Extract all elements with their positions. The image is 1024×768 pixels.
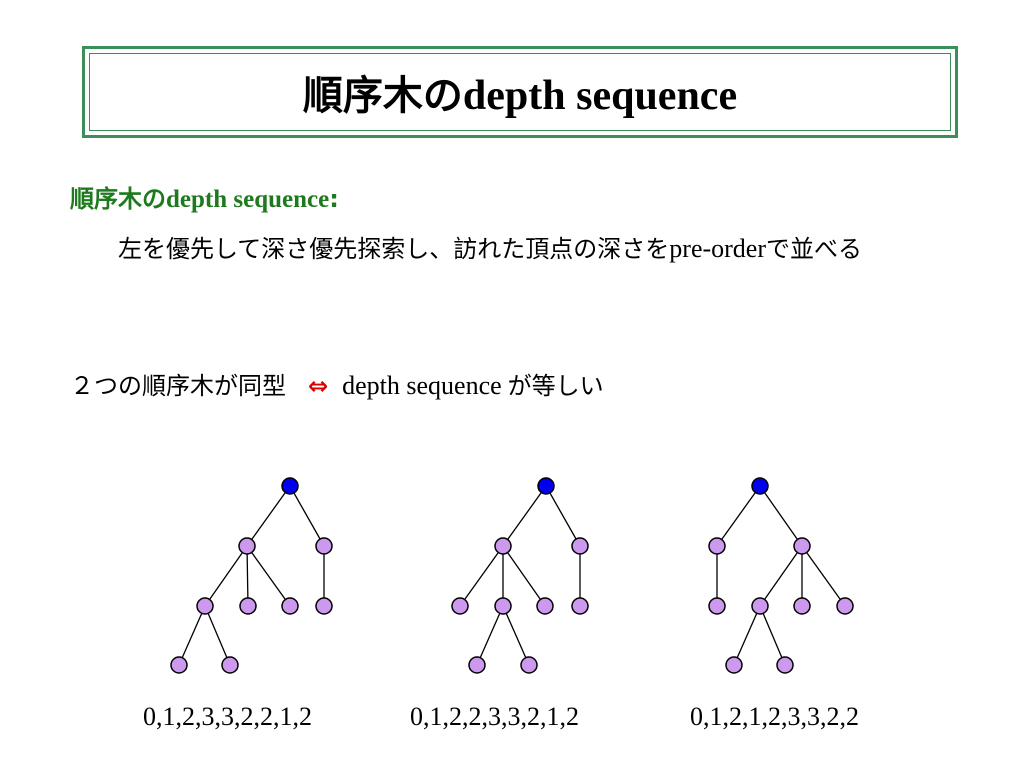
tree-3-node <box>776 656 794 674</box>
tree-1-node <box>315 597 333 615</box>
tree-1-node <box>170 656 188 674</box>
definition-body-latin: pre-order <box>669 234 766 263</box>
tree-1-edge <box>204 605 231 666</box>
tree-3-edge <box>716 485 761 547</box>
definition-heading-latin: depth sequence <box>166 186 330 213</box>
tree-3-node <box>793 537 811 555</box>
definition-heading-jp: 順序木の <box>70 185 166 213</box>
tree-2-node <box>520 656 538 674</box>
statement-right: が等しい <box>507 372 604 400</box>
definition-heading: 順序木のdepth sequence: <box>70 179 339 214</box>
tree-2-sequence: 0,1,2,2,3,3,2,1,2 <box>410 702 579 731</box>
slide-title-latin: depth sequence <box>462 73 738 119</box>
tree-3-edge <box>759 605 786 666</box>
tree-3-node <box>793 597 811 615</box>
tree-2-node <box>536 597 554 615</box>
tree-1-edge <box>289 485 325 547</box>
definition-body: 左を優先して深さ優先探索し、訪れた頂点の深さをpre-orderで並べる <box>70 228 920 270</box>
tree-3-edge <box>759 485 803 547</box>
statement-left: ２つの順序木が同型 <box>70 372 286 400</box>
tree-2-node <box>571 597 589 615</box>
tree-1-node <box>238 537 256 555</box>
tree-3-node <box>708 537 726 555</box>
tree-3-edge <box>733 605 761 666</box>
title-box: 順序木のdepth sequence <box>82 46 958 138</box>
tree-3-sequence: 0,1,2,1,2,3,3,2,2 <box>690 702 859 731</box>
tree-1-node <box>196 597 214 615</box>
tree-1-edge <box>178 605 206 666</box>
tree-3-node <box>836 597 854 615</box>
tree-2-edge <box>545 485 581 547</box>
definition-body-jp-2: で並べる <box>766 235 862 263</box>
definition-body-jp-1: 左を優先して深さ優先探索し、訪れた頂点の深さを <box>118 235 670 263</box>
tree-1-node <box>281 597 299 615</box>
tree-1-edge <box>246 545 249 607</box>
slide-title-jp: 順序木の <box>302 73 463 119</box>
tree-1-node <box>239 597 257 615</box>
iff-arrow-icon: ⇔ <box>308 372 329 400</box>
tree-2-root-node <box>537 477 555 495</box>
statement-latin: depth sequence <box>342 371 502 400</box>
tree-1-node <box>315 537 333 555</box>
tree-3-edge <box>801 545 846 607</box>
tree-1-edge <box>204 545 248 607</box>
tree-3-node <box>708 597 726 615</box>
tree-1-sequence: 0,1,2,3,3,2,2,1,2 <box>143 702 312 731</box>
tree-2 <box>451 477 589 674</box>
tree-1-node <box>221 656 239 674</box>
tree-3-edge <box>759 545 803 607</box>
title-inner-border: 順序木のdepth sequence <box>89 53 951 131</box>
tree-2-edge <box>502 485 547 547</box>
tree-3-root-node <box>751 477 769 495</box>
tree-1 <box>170 477 333 674</box>
tree-2-node <box>494 597 512 615</box>
tree-2-edge <box>502 605 530 666</box>
tree-2-node <box>451 597 469 615</box>
tree-2-node <box>494 537 512 555</box>
tree-2-edge <box>459 545 504 607</box>
tree-1-edge <box>246 545 291 607</box>
definition-heading-colon: : <box>329 185 339 213</box>
tree-2-edge <box>502 545 546 607</box>
tree-2-node <box>468 656 486 674</box>
slide-title: 順序木のdepth sequence <box>303 63 737 121</box>
tree-2-edge <box>476 605 504 666</box>
tree-3-node <box>725 656 743 674</box>
tree-1-edge <box>246 485 291 547</box>
tree-3 <box>708 477 854 674</box>
tree-3-node <box>751 597 769 615</box>
tree-1-root-node <box>281 477 299 495</box>
tree-2-node <box>571 537 589 555</box>
